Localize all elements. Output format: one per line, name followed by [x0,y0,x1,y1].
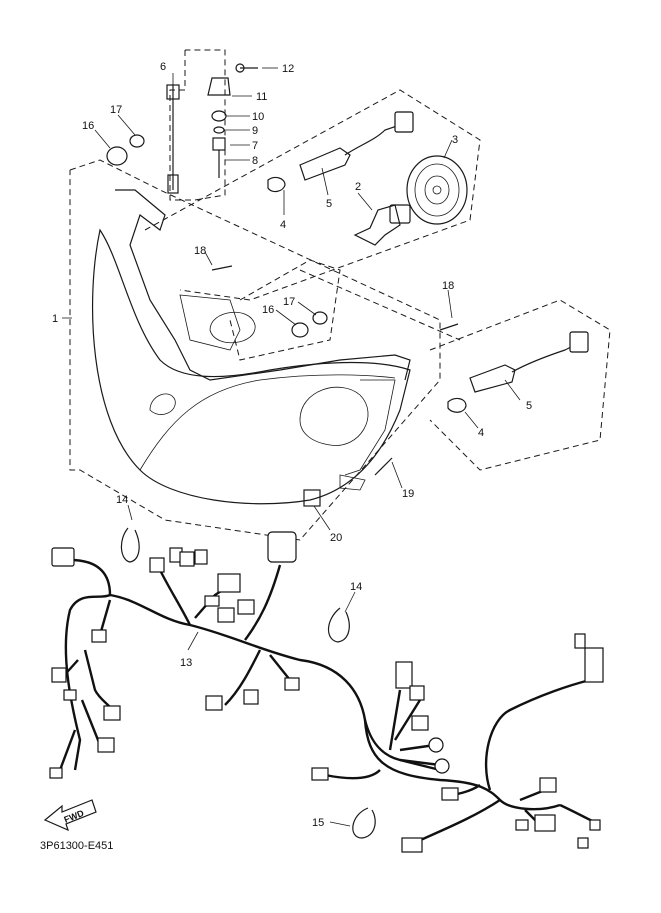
callout-16b: 16 [262,304,274,316]
callout-6: 6 [160,61,166,73]
harness-connectors [49,531,604,853]
callout-10: 10 [252,111,264,123]
callout-16: 16 [82,120,94,132]
callout-4b: 4 [478,427,484,439]
callout-17b: 17 [283,296,295,308]
callout-13: 13 [180,657,192,669]
callout-17: 17 [110,104,122,116]
headlight-bulb [353,204,411,246]
adjuster-stack [166,63,258,194]
callout-7: 7 [252,140,258,152]
headlight-assembly-boundary [69,49,611,541]
callout-8: 8 [252,155,258,167]
screws [211,265,459,507]
callout-19: 19 [402,488,414,500]
wiring-harness [58,558,601,847]
part-code: 3P61300-E451 [40,840,114,852]
callout-14: 14 [116,494,128,506]
callout-5: 5 [326,198,332,210]
bulb-socket-lower [447,331,589,413]
callout-2: 2 [355,181,361,193]
callout-labels: 1 2 3 4 4 5 5 6 7 8 9 10 11 12 13 14 14 … [52,61,532,829]
callout-9: 9 [252,125,258,137]
callout-5b: 5 [526,400,532,412]
grommets [106,134,328,338]
wire-clamps [120,527,376,839]
callout-4: 4 [280,219,286,231]
callout-20: 20 [330,532,342,544]
headlight-reflector [406,155,468,225]
bulb-socket-upper [267,111,414,193]
leader-lines [62,67,521,827]
callout-14b: 14 [350,581,362,593]
headlight-housing [91,189,411,505]
callout-12: 12 [282,63,294,75]
callout-3: 3 [452,134,458,146]
callout-15: 15 [312,817,324,829]
fwd-arrow: FWD [43,799,97,832]
callout-11: 11 [256,91,267,103]
callout-1: 1 [52,313,58,325]
callout-18b: 18 [442,280,454,292]
callout-18: 18 [194,245,206,257]
